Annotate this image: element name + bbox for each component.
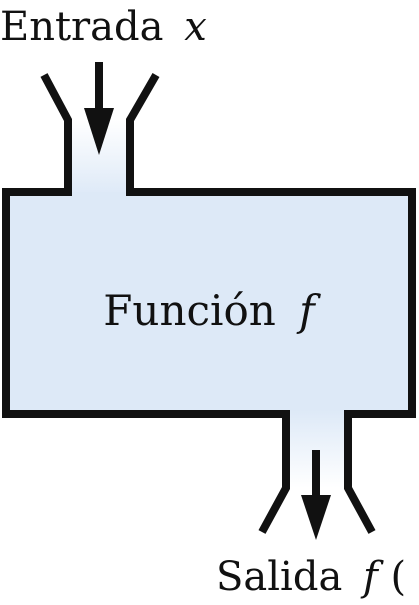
output-funnel-fill	[286, 410, 348, 488]
function-machine-outline	[2, 72, 416, 534]
function-box-fill	[6, 192, 412, 414]
function-label: Función f	[103, 286, 321, 335]
output-arrow-icon	[301, 450, 331, 540]
input-label-var: x	[184, 4, 207, 50]
output-label-open-paren: (	[391, 554, 407, 600]
output-label-func: f	[360, 554, 384, 600]
input-label-word: Entrada	[0, 4, 163, 50]
function-label-word: Función	[103, 286, 276, 335]
output-label-word: Salida	[216, 554, 342, 600]
output-label: Salida f ( x )	[216, 554, 419, 600]
input-arrow-icon	[84, 62, 114, 155]
input-funnel-fill	[68, 120, 130, 196]
input-label: Entrada x	[0, 4, 207, 50]
